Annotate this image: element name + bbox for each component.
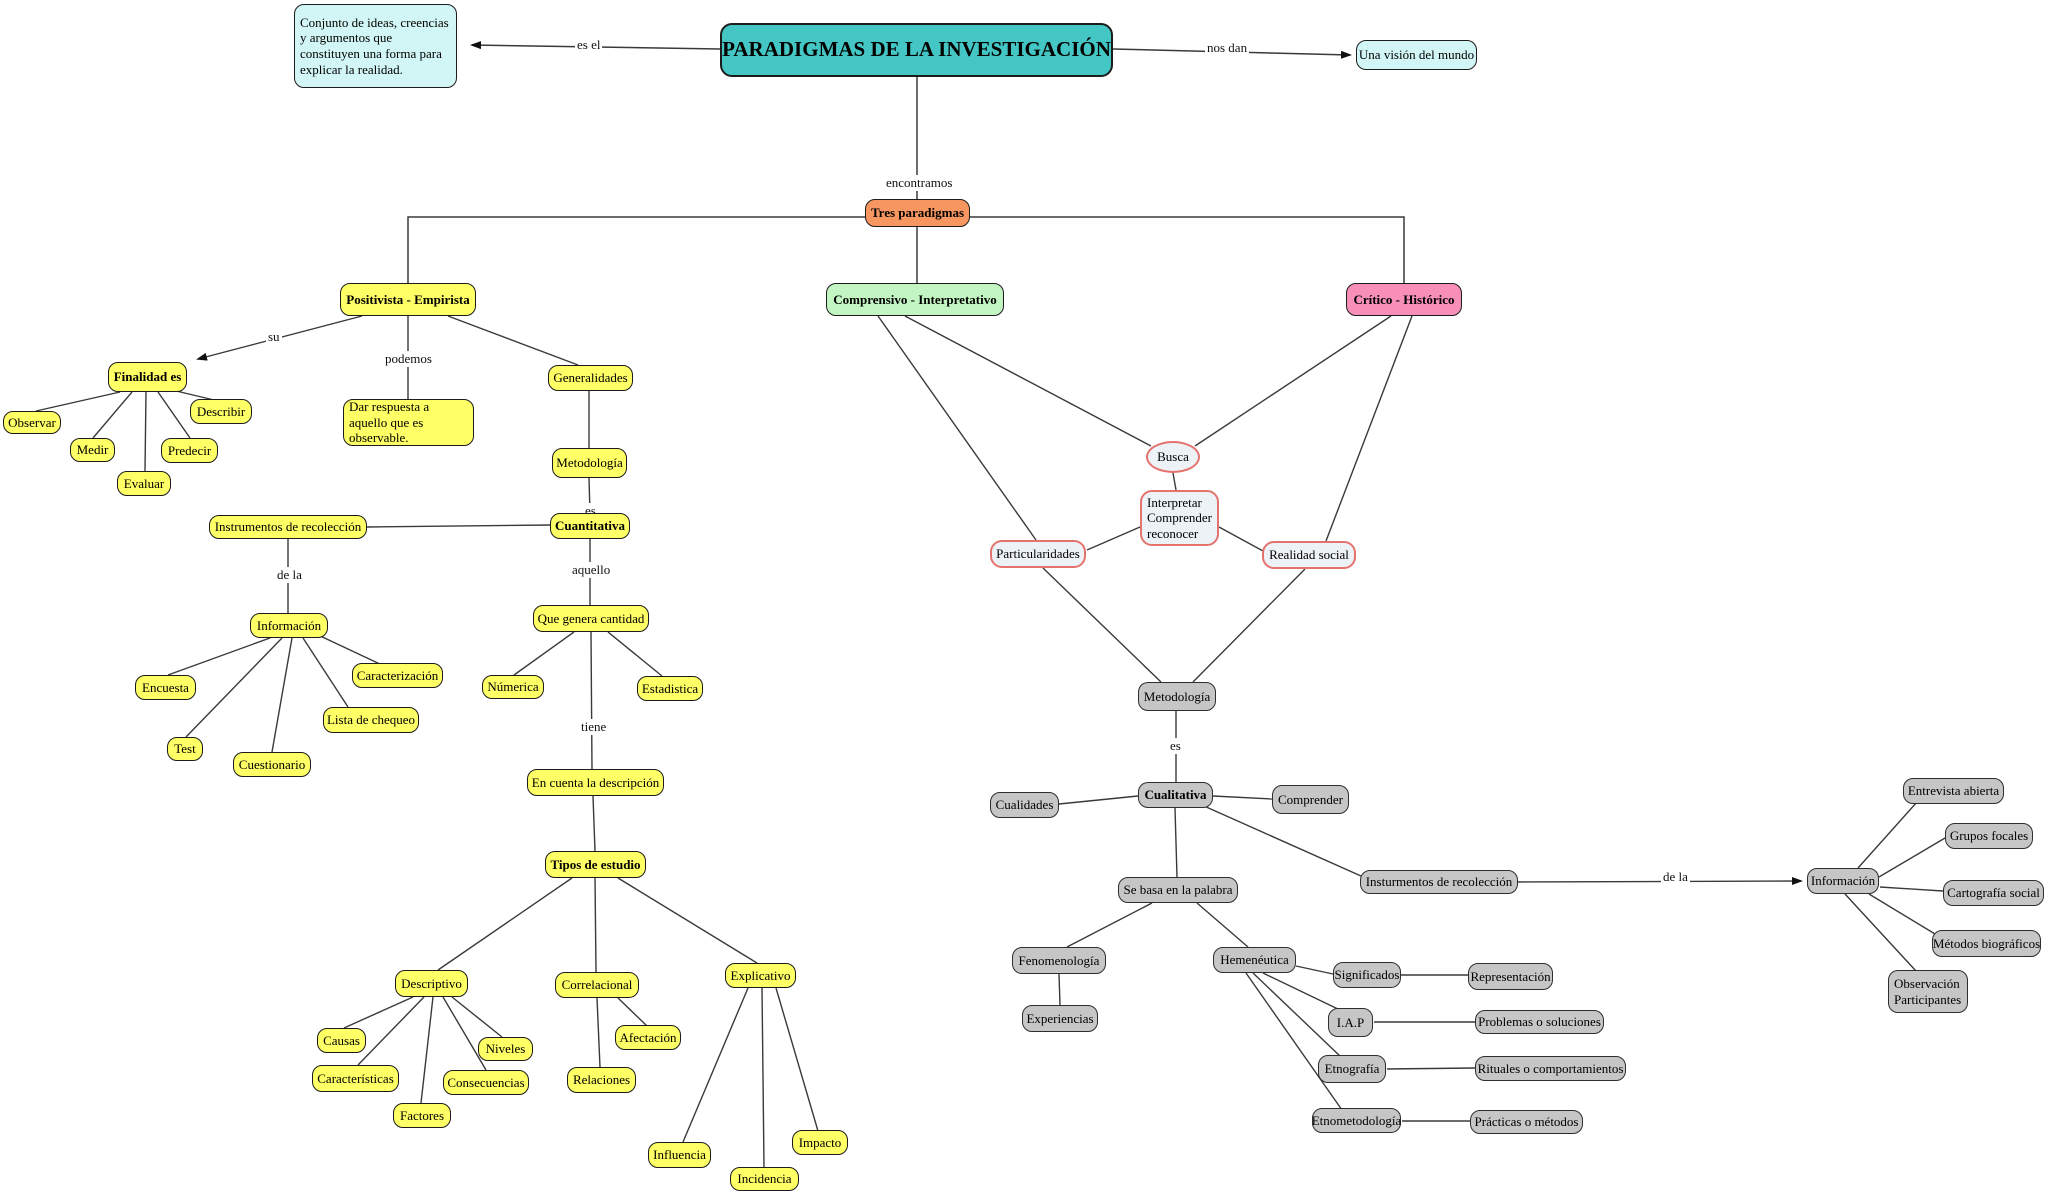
edges-comprensivo-critico [877,315,1946,1122]
node-factores[interactable]: Factores [393,1103,451,1128]
node-evaluar[interactable]: Evaluar [117,471,171,496]
node-afectacion[interactable]: Afectación [615,1025,681,1050]
node-test[interactable]: Test [167,737,203,761]
node-busca[interactable]: Busca [1146,441,1200,473]
node-iap[interactable]: I.A.P [1328,1008,1373,1037]
node-caracteristicas[interactable]: Características [312,1065,399,1092]
link-label-es-2: es [1168,738,1183,754]
node-significados[interactable]: Significados [1333,962,1401,988]
link-label-podemos: podemos [383,351,434,367]
link-label-de-la-1: de la [275,567,304,583]
node-vision-del-mundo[interactable]: Una visión del mundo [1356,40,1477,70]
node-experiencias[interactable]: Experiencias [1022,1005,1098,1032]
node-metodologia-cualitativa[interactable]: Metodología [1138,682,1216,711]
node-comprensivo-interpretativo[interactable]: Comprensivo - Interpretativo [826,283,1004,316]
edges-positivista [35,315,819,1168]
node-cuantitativa[interactable]: Cuantitativa [550,513,630,539]
node-interpretar-comprender-reconocer[interactable]: Interpretar Comprender reconocer [1140,490,1219,546]
node-relaciones[interactable]: Relaciones [567,1067,636,1093]
node-en-cuenta-la-descripcion[interactable]: En cuenta la descripción [527,769,664,796]
node-observacion-participantes[interactable]: Observación Participantes [1888,970,1968,1013]
link-label-de-la-2: de la [1661,869,1690,885]
node-practicas-o-metodos[interactable]: Prácticas o métodos [1470,1110,1583,1134]
node-metodos-biograficos[interactable]: Métodos biográficos [1932,930,2041,957]
node-lista-de-chequeo[interactable]: Lista de chequeo [323,707,419,733]
node-entrevista-abierta[interactable]: Entrevista abierta [1903,778,2004,804]
node-titulo-paradigmas[interactable]: PARADIGMAS DE LA INVESTIGACIÓN [720,23,1113,77]
node-cualidades[interactable]: Cualidades [990,792,1059,818]
node-rituales-o-comportamientos[interactable]: Rituales o comportamientos [1475,1056,1626,1081]
node-finalidad-es[interactable]: Finalidad es [108,362,187,392]
node-incidencia[interactable]: Incidencia [730,1167,799,1191]
link-label-es-el: es el [575,37,603,53]
node-comprender[interactable]: Comprender [1272,785,1349,814]
node-hemeneutica[interactable]: Hemenéutica [1213,947,1296,973]
node-niveles[interactable]: Niveles [478,1037,533,1061]
link-label-encontramos: encontramos [884,175,955,191]
node-influencia[interactable]: Influencia [648,1142,711,1168]
node-metodologia-cuantitativa[interactable]: Metodología [552,448,627,478]
link-label-nos-dan: nos dan [1205,40,1250,56]
node-informacion-izquierda[interactable]: Información [250,613,328,638]
node-se-basa-en-la-palabra[interactable]: Se basa en la palabra [1118,877,1238,903]
node-causas[interactable]: Causas [317,1028,366,1053]
node-observar[interactable]: Observar [3,411,61,434]
node-predecir[interactable]: Predecir [161,438,218,463]
node-encuesta[interactable]: Encuesta [135,675,196,700]
node-describir[interactable]: Describir [190,399,252,424]
node-tres-paradigmas[interactable]: Tres paradigmas [865,199,970,227]
node-realidad-social[interactable]: Realidad social [1262,541,1356,569]
node-positivista-empirista[interactable]: Positivista - Empirista [340,283,476,316]
node-explicativo[interactable]: Explicativo [725,963,796,988]
link-label-aquello: aquello [570,562,613,578]
node-cartografia-social[interactable]: Cartografía social [1943,880,2044,906]
node-etnometodologia[interactable]: Etnometodología [1312,1108,1401,1133]
node-correlacional[interactable]: Correlacional [555,972,639,998]
node-numerica[interactable]: Númerica [482,675,544,699]
link-label-su: su [266,329,282,345]
node-instrumentos-de-recoleccion[interactable]: Instrumentos de recolección [209,515,367,539]
node-grupos-focales[interactable]: Grupos focales [1945,823,2033,849]
node-informacion-derecha[interactable]: Información [1807,868,1879,894]
node-que-genera-cantidad[interactable]: Que genera cantidad [533,605,649,632]
node-medir[interactable]: Medir [70,438,115,462]
node-generalidades[interactable]: Generalidades [548,365,633,391]
node-tipos-de-estudio[interactable]: Tipos de estudio [545,851,646,878]
node-caracterizacion[interactable]: Caracterización [352,663,443,688]
node-definicion[interactable]: Conjunto de ideas, creencias y argumento… [294,4,457,88]
link-label-tiene: tiene [579,719,609,735]
node-consecuencias[interactable]: Consecuencias [443,1070,529,1095]
node-cualitativa[interactable]: Cualitativa [1138,782,1213,808]
node-estadistica[interactable]: Estadistica [637,676,703,701]
node-impacto[interactable]: Impacto [792,1130,848,1155]
node-dar-respuesta[interactable]: Dar respuesta a aquello que es observabl… [343,399,474,446]
node-fenomenologia[interactable]: Fenomenología [1012,947,1106,974]
node-particularidades[interactable]: Particularidades [990,540,1086,568]
node-insturmentos-de-recoleccion[interactable]: Insturmentos de recolección [1360,870,1518,894]
node-representacion[interactable]: Representación [1468,963,1553,990]
node-descriptivo[interactable]: Descriptivo [395,970,468,997]
node-etnografia[interactable]: Etnografía [1318,1055,1386,1083]
edges-top [407,41,1405,283]
node-problemas-o-soluciones[interactable]: Problemas o soluciones [1475,1010,1604,1034]
node-critico-historico[interactable]: Crítico - Histórico [1346,283,1462,316]
node-cuestionario[interactable]: Cuestionario [233,752,311,777]
